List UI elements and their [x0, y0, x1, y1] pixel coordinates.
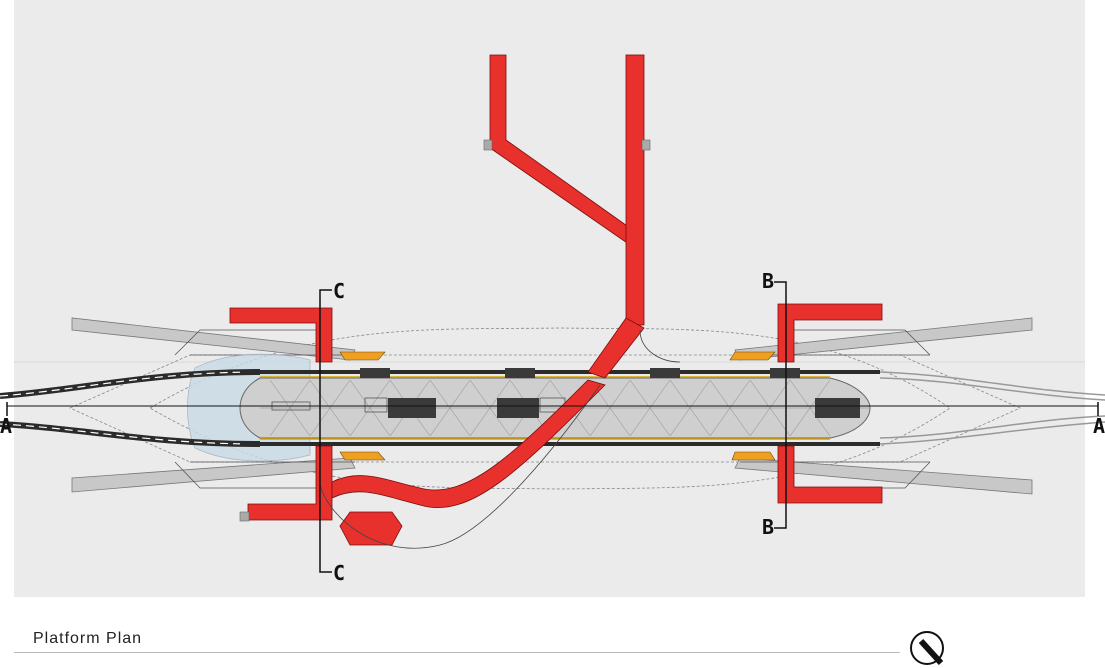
section-c-label-top: C	[333, 279, 345, 303]
west-stair-north	[229, 307, 333, 363]
accent-markers	[339, 351, 776, 461]
drawing-caption: Platform Plan	[33, 630, 143, 647]
ramp-outline	[319, 384, 601, 549]
south-pavilion	[339, 511, 403, 546]
north-arrow-icon	[910, 631, 944, 666]
north-stair-branch-right	[625, 54, 645, 326]
track-south-east	[879, 421, 1105, 445]
section-lines	[6, 281, 1099, 573]
north-stair-descent	[587, 317, 645, 379]
south-ramp	[331, 379, 606, 509]
platform-escalators	[360, 368, 860, 418]
north-stair-outline	[639, 329, 681, 363]
section-b-label-top: B	[762, 269, 774, 293]
section-c-label-bottom: C	[333, 561, 345, 585]
section-c-line	[319, 289, 332, 573]
section-b-label-bottom: B	[762, 515, 774, 539]
section-a-label-right: A	[1093, 414, 1105, 438]
stair-caps	[239, 139, 651, 522]
caption-divider	[14, 652, 900, 653]
east-stair-south	[777, 445, 883, 504]
canopy-wing-sw	[71, 457, 356, 493]
canopy-wing-se	[734, 457, 1033, 495]
circulation-routes	[229, 54, 883, 546]
track-north-east	[879, 371, 1105, 396]
canopy-wings	[71, 317, 1033, 495]
section-a-label-left: A	[0, 414, 12, 438]
drawing-background	[14, 0, 1085, 597]
section-b-line	[774, 281, 787, 529]
east-stair-north	[777, 303, 883, 363]
